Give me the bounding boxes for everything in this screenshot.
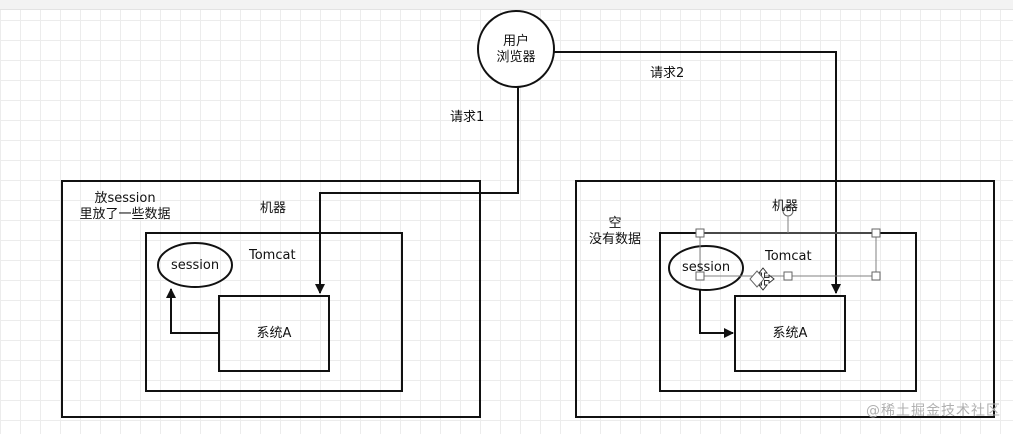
right-tomcat-label: Tomcat [765, 249, 812, 264]
browser-label-line1: 用户 [502, 34, 529, 49]
browser-label: 用户 浏览器 [486, 34, 546, 66]
left-tomcat-box[interactable] [145, 232, 403, 392]
request1-arrow[interactable] [315, 87, 519, 294]
selection-handle[interactable] [871, 228, 881, 238]
user-browser-circle[interactable] [477, 10, 555, 88]
right-note-line1: 空 [608, 216, 622, 231]
selection-handle[interactable] [871, 271, 881, 281]
right-system-box[interactable] [734, 295, 846, 372]
left-machine-box[interactable] [61, 180, 481, 418]
left-system-to-session-arrow[interactable] [166, 288, 219, 334]
right-session-label: session [681, 260, 731, 275]
right-machine-label: 机器 [772, 199, 799, 214]
request1-label: 请求1 [450, 110, 485, 125]
selection-handle[interactable] [783, 271, 793, 281]
diamond-handle[interactable] [749, 270, 765, 288]
left-note-line2: 里放了一些数据 [79, 207, 171, 222]
left-machine-label: 机器 [260, 201, 287, 216]
left-tomcat-label: Tomcat [249, 248, 296, 263]
left-session-ellipse[interactable] [157, 242, 233, 288]
right-machine-box[interactable] [575, 180, 995, 418]
top-toolbar-strip [0, 0, 1013, 10]
watermark-text: @稀土掘金技术社区 [866, 403, 1001, 419]
right-note-line2: 没有数据 [588, 232, 641, 247]
left-note-label: 放session 里放了一些数据 [65, 191, 185, 223]
right-session-ellipse[interactable] [668, 245, 744, 291]
left-note-line1: 放session [94, 191, 156, 206]
request2-arrow[interactable] [553, 51, 841, 294]
left-system-label: 系统A [256, 326, 292, 341]
selection-handle[interactable] [695, 228, 705, 238]
right-system-label: 系统A [772, 326, 808, 341]
request2-label: 请求2 [650, 66, 685, 81]
browser-label-line2: 浏览器 [496, 50, 536, 65]
right-note-label: 空 没有数据 [580, 216, 650, 248]
selection-handle[interactable] [695, 271, 705, 281]
right-session-to-system-arrow[interactable] [699, 289, 734, 338]
left-session-label: session [170, 258, 220, 273]
selection-overlay[interactable] [695, 205, 881, 291]
